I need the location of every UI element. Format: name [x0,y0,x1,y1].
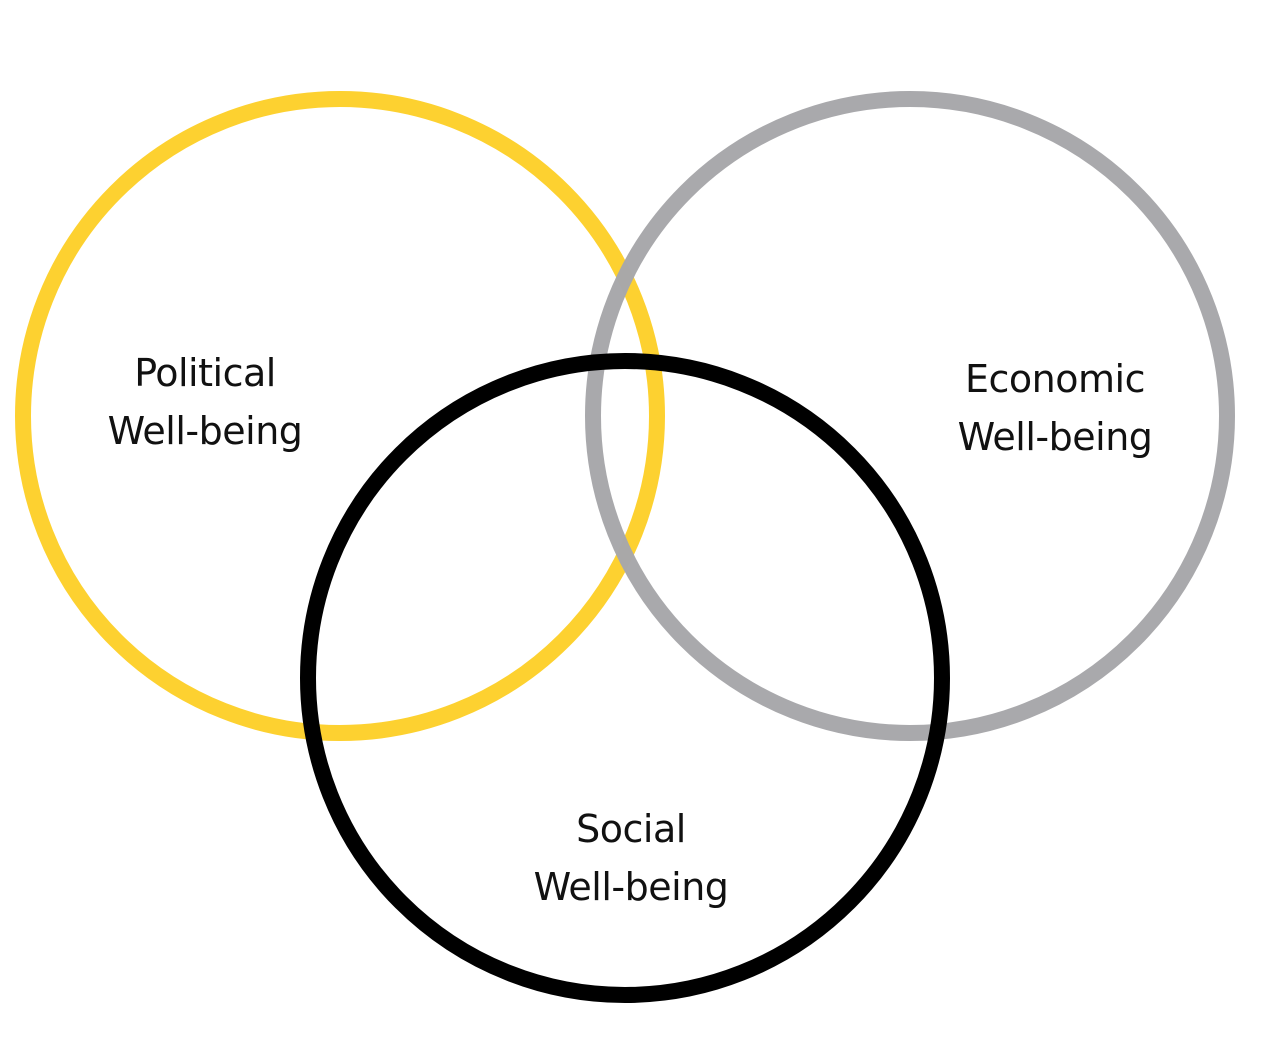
social-label-line2: Well-being [533,865,729,909]
political-label-line2: Well-being [107,409,303,453]
economic-label-line1: Economic [965,357,1145,401]
social-circle [300,353,950,1003]
economic-label-line2: Well-being [957,415,1153,459]
economic-circle [585,91,1235,741]
political-circle [15,91,665,741]
social-label-line1: Social [576,807,686,851]
political-label-line1: Political [134,351,276,395]
economic-well-being-label: Economic Well-being [920,350,1190,466]
political-well-being-label: Political Well-being [70,344,340,460]
social-well-being-label: Social Well-being [496,800,766,916]
